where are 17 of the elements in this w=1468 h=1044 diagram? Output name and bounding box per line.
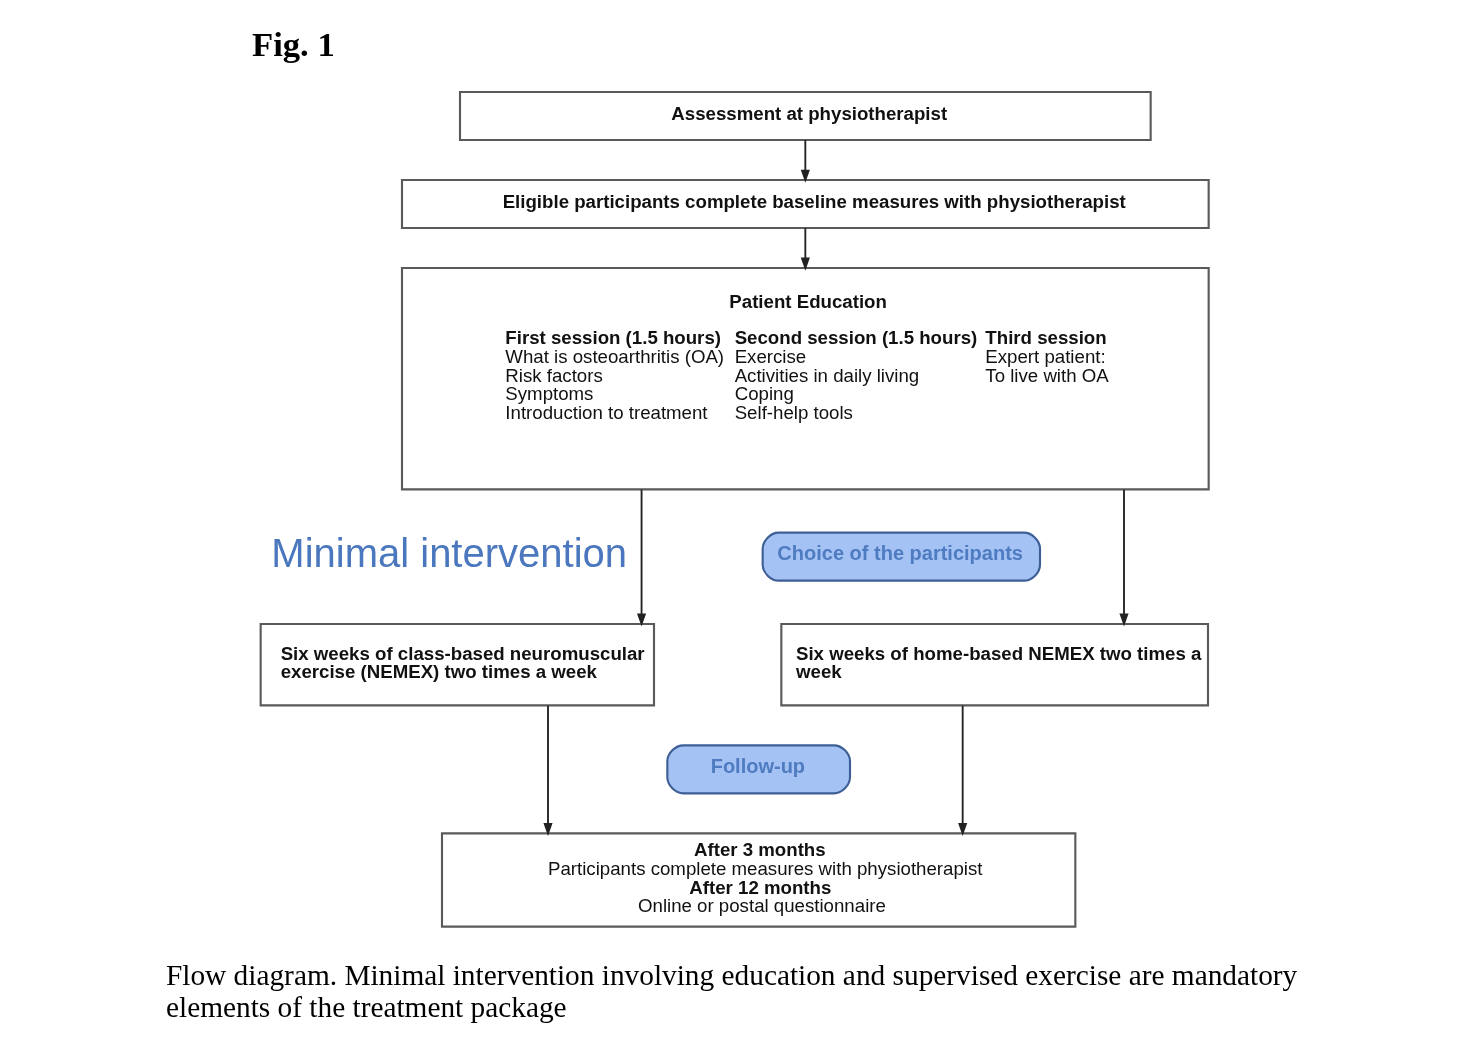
- node-box: After 3 months Participants complete measures with physiotherapist After 12 months Online or postal questionnaire: [440, 832, 1077, 928]
- arrow: [543, 704, 553, 836]
- arrow: [636, 488, 647, 627]
- node-box: Six weeks of class-based neuromuscular exercise (NEMEX) two times a week: [259, 622, 656, 707]
- arrow: [1119, 488, 1129, 627]
- node-box: Eligible participants complete baseline measures with physiotherapist: [400, 178, 1210, 230]
- node-box: Follow-up: [666, 744, 852, 795]
- arrow: [800, 139, 810, 183]
- diagram-title: Fig. 1: [252, 24, 335, 63]
- caption: Flow diagram. Minimal intervention involving education and supervised exercise are mandatory elements of the treatment package: [166, 958, 1298, 1023]
- arrow: [800, 227, 810, 271]
- node-box: Assessment at physiotherapist: [458, 90, 1152, 142]
- label: Minimal intervention: [271, 530, 628, 575]
- node-box: Choice of the participants: [761, 531, 1042, 582]
- arrow: [958, 704, 968, 836]
- node-box: Patient Education First session (1.5 hours) What is osteoarthritis (OA) Risk factors Symptoms Introduction to treatment Second session (1.5 hours) Exercise Activities in daily living Coping Self-help tools Third session Expert patient: To live with OA: [400, 266, 1210, 491]
- node-box: Six weeks of home-based NEMEX two times a week: [780, 622, 1210, 707]
